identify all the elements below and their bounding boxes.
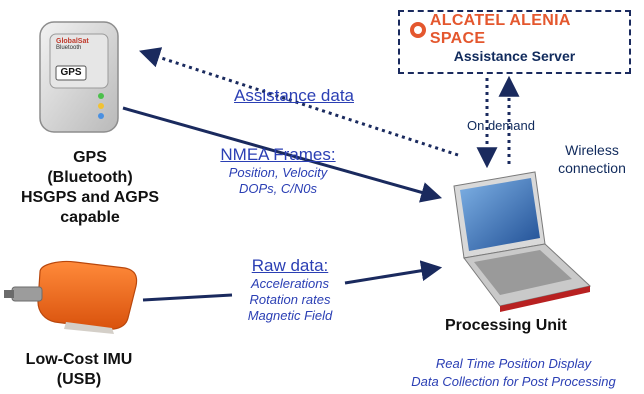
raw-data-line-2: Rotation rates	[249, 292, 331, 307]
nmea-arrow	[122, 106, 443, 203]
gps-label-line-4: capable	[60, 209, 120, 226]
on-demand-label: On demand	[467, 118, 535, 133]
gps-label-line-1: GPS	[73, 149, 107, 166]
gps-label-line-2: (Bluetooth)	[47, 169, 133, 186]
server-label: Assistance Server	[453, 48, 576, 64]
server-brand: ALCATEL ALENIA SPACE	[410, 12, 629, 47]
gps-device-image	[39, 21, 119, 133]
raw-data-block: Raw data: Accelerations Rotation rates M…	[232, 256, 348, 324]
raw-data-arrow	[142, 268, 438, 302]
assistance-data-label: Assistance data	[234, 86, 355, 105]
nmea-line-2: DOPs, C/N0s	[238, 181, 317, 196]
gps-device-name: GPS	[60, 67, 82, 78]
imu-label: Low-Cost IMU (USB)	[14, 350, 144, 390]
imu-label-line-1: Low-Cost IMU	[25, 351, 133, 368]
gps-label: GPS (Bluetooth) HSGPS and AGPS capable	[10, 148, 170, 228]
raw-data-line-1: Accelerations	[250, 276, 330, 291]
nmea-title: NMEA Frames:	[220, 145, 336, 164]
raw-data-line-3: Magnetic Field	[247, 308, 333, 323]
assistance-server-box: ALCATEL ALENIA SPACE Assistance Server	[398, 10, 631, 74]
wireless-connection-label: Wireless connection	[548, 141, 636, 177]
gps-device-text: GlobalSat Bluetooth	[56, 38, 104, 51]
raw-data-title: Raw data:	[251, 256, 329, 275]
brand-logo-icon	[410, 22, 426, 38]
footer-line-1: Real Time Position Display	[435, 356, 592, 371]
server-brand-text: ALCATEL ALENIA SPACE	[429, 12, 571, 47]
gps-device-sub: Bluetooth	[56, 45, 82, 51]
nmea-block: NMEA Frames: Position, Velocity DOPs, C/…	[210, 145, 346, 197]
processing-unit-label: Processing Unit	[445, 317, 567, 334]
gps-device-brand: GlobalSat	[56, 38, 89, 45]
wireless-line-1: Wireless	[565, 142, 619, 158]
wireless-line-2: connection	[558, 160, 626, 176]
imu-label-line-2: (USB)	[56, 371, 102, 388]
processing-footer: Real Time Position Display Data Collecti…	[385, 355, 642, 391]
nmea-line-1: Position, Velocity	[228, 165, 328, 180]
laptop-image	[453, 171, 592, 312]
footer-line-2: Data Collection for Post Processing	[411, 374, 616, 389]
imu-device-image	[4, 260, 138, 334]
gps-label-line-3: HSGPS and AGPS	[20, 189, 160, 206]
